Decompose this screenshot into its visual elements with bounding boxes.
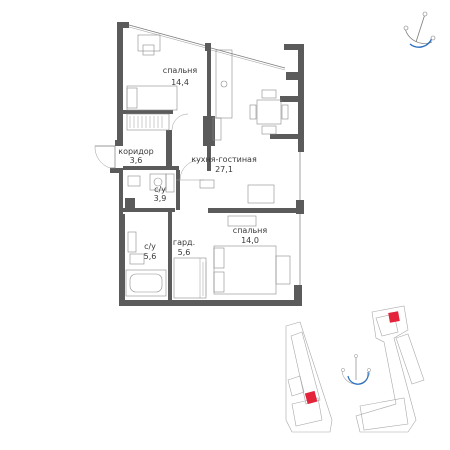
room-name-bedroom-1: спальня bbox=[163, 66, 198, 75]
apartment-walls bbox=[110, 22, 304, 306]
room-area-kitchen-living: 27,1 bbox=[215, 165, 233, 174]
bathroom-1-furniture bbox=[127, 173, 175, 193]
bedroom-1-furniture bbox=[126, 34, 189, 131]
room-area-bedroom-2: 14,0 bbox=[241, 236, 259, 245]
room-area-wardrobe: 5,6 bbox=[178, 248, 191, 257]
highlight-marker-1 bbox=[304, 390, 318, 405]
room-area-bathroom-2: 5,6 bbox=[144, 252, 157, 261]
bedroom-2-furniture bbox=[213, 215, 291, 295]
bathroom-2-furniture bbox=[125, 231, 167, 297]
site-plan bbox=[285, 305, 425, 433]
compass-site bbox=[341, 354, 371, 385]
room-area-bathroom-1: 3,9 bbox=[154, 194, 167, 203]
room-name-kitchen-living: кухня-гостиная bbox=[191, 155, 257, 164]
highlight-marker-2 bbox=[388, 311, 400, 323]
room-name-bedroom-2: спальня bbox=[233, 226, 268, 235]
room-name-corridor: коридор bbox=[118, 147, 154, 156]
room-labels: спальня 14,4 коридор 3,6 кухня-гостиная … bbox=[118, 66, 267, 261]
kitchen-furniture bbox=[176, 49, 289, 204]
wardrobe-furniture bbox=[173, 257, 207, 299]
room-name-bathroom-2: с/у bbox=[144, 242, 156, 251]
room-name-wardrobe: гард. bbox=[173, 238, 195, 247]
compass-top bbox=[403, 11, 436, 48]
room-name-bathroom-1: с/у bbox=[154, 185, 166, 194]
room-area-corridor: 3,6 bbox=[130, 156, 143, 165]
corridor-door bbox=[94, 145, 116, 169]
room-area-bedroom-1: 14,4 bbox=[171, 78, 189, 87]
